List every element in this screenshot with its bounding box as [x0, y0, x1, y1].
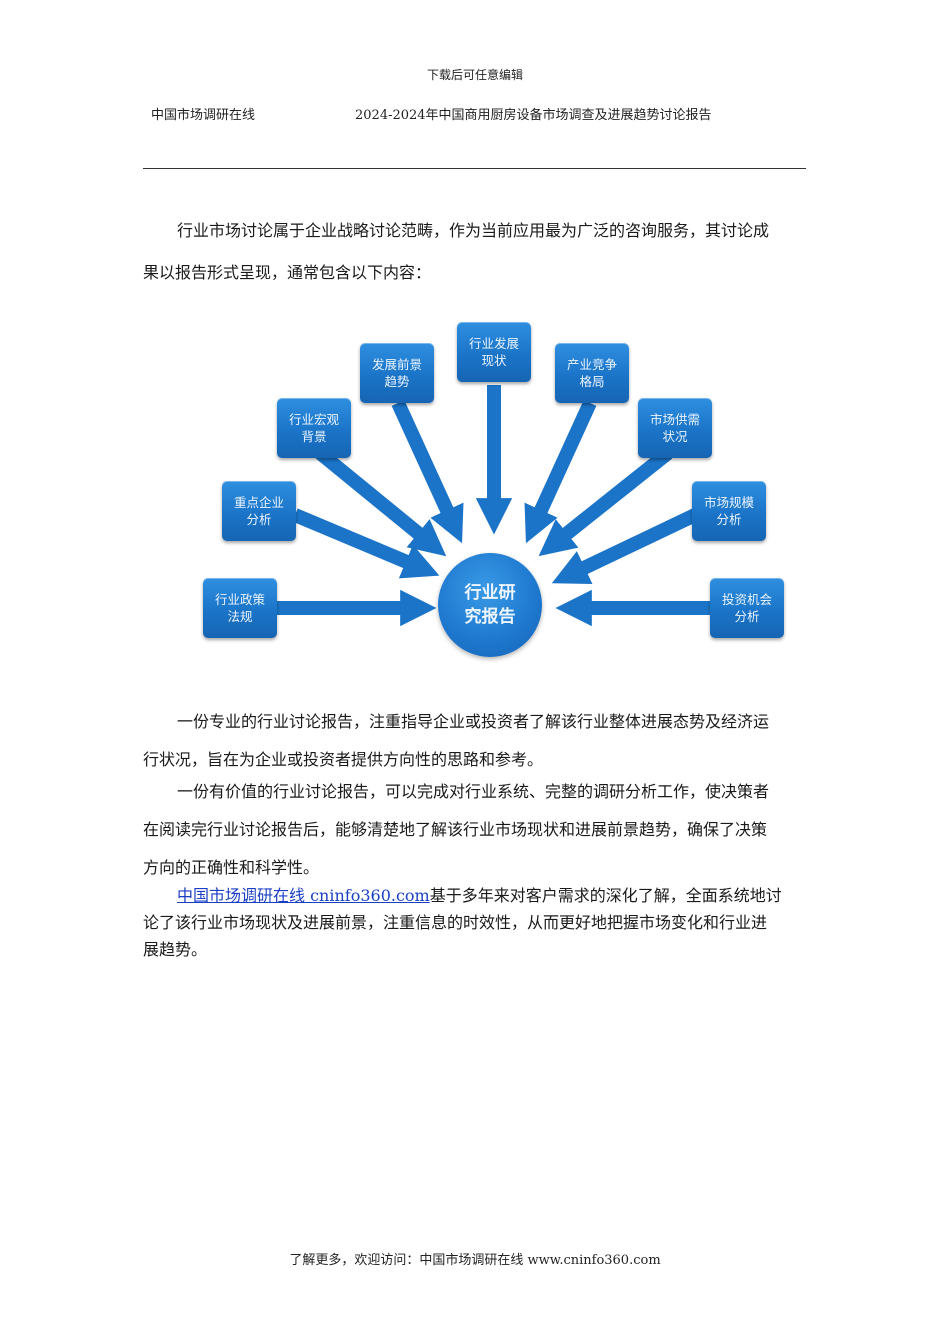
node-label: 现状: [481, 353, 507, 368]
node-supply-demand: 市场供需 状况: [638, 398, 712, 458]
node-label: 格局: [579, 374, 605, 389]
intro-line: 果以报告形式呈现，通常包含以下内容：: [143, 263, 432, 282]
top-note: 下载后可任意编辑: [426, 68, 523, 82]
node-label: 趋势: [384, 374, 410, 389]
node-label: 投资机会: [721, 592, 772, 607]
center-label: 行业研: [464, 583, 516, 603]
paragraph-valuable-report: 一份有价值的行业讨论报告，可以完成对行业系统、完整的调研分析工作，使决策者 在阅…: [143, 773, 807, 887]
header-report-title: 2024-2024年中国商用厨房设备市场调查及进展趋势讨论报告: [355, 108, 712, 123]
paragraph-professional-report: 一份专业的行业讨论报告，注重指导企业或投资者了解该行业整体进展态势及经济运 行状…: [143, 703, 807, 779]
para2-line: 方向的正确性和科学性。: [143, 858, 320, 877]
para1-line: 行状况，旨在为企业或投资者提供方向性的思路和参考。: [143, 750, 544, 769]
intro-paragraph: 行业市场讨论属于企业战略讨论范畴，作为当前应用最为广泛的咨询服务，其讨论成 果以…: [143, 210, 807, 294]
node-industry-policy: 行业政策 法规: [203, 578, 277, 638]
para3-line: 论了该行业市场现状及进展前景，注重信息的时效性，从而更好地把握市场变化和行业进: [143, 913, 768, 932]
node-label: 行业发展: [468, 336, 519, 351]
node-key-enterprise: 重点企业 分析: [222, 481, 296, 541]
node-competition: 产业竞争 格局: [555, 343, 629, 403]
node-label: 市场供需: [649, 412, 700, 427]
node-label: 行业宏观: [288, 412, 339, 427]
node-label: 发展前景: [371, 357, 422, 372]
research-report-diagram: 行业政策 法规 重点企业 分析 行业宏观 背景 发展前景 趋势 行业发展 现状 …: [190, 315, 800, 675]
node-label: 产业竞争: [566, 357, 617, 372]
para3-line: 中国市场调研在线 cninfo360.com基于多年来对客户需求的深化了解，全面…: [143, 882, 807, 909]
para3-line: 展趋势。: [143, 940, 208, 959]
node-macro-background: 行业宏观 背景: [277, 398, 351, 458]
node-development-status: 行业发展 现状: [457, 322, 531, 382]
node-label: 背景: [301, 429, 327, 444]
header-divider: [143, 168, 806, 169]
node-label: 行业政策: [214, 592, 265, 607]
footer-note: 了解更多，欢迎访问：中国市场调研在线 www.cninfo360.com: [289, 1253, 661, 1268]
node-investment-opportunity: 投资机会 分析: [710, 578, 784, 638]
intro-line: 行业市场讨论属于企业战略讨论范畴，作为当前应用最为广泛的咨询服务，其讨论成: [177, 221, 770, 240]
cninfo360-link[interactable]: 中国市场调研在线 cninfo360.com: [177, 886, 430, 905]
para3-line1-text: 基于多年来对客户需求的深化了解，全面系统地讨: [429, 886, 782, 905]
paragraph-cninfo360: 中国市场调研在线 cninfo360.com基于多年来对客户需求的深化了解，全面…: [143, 882, 807, 963]
node-label: 分析: [716, 512, 742, 527]
center-label: 究报告: [464, 607, 516, 627]
center-node-research-report: 行业研 究报告: [438, 553, 542, 657]
para2-line: 一份有价值的行业讨论报告，可以完成对行业系统、完整的调研分析工作，使决策者: [177, 782, 770, 801]
header-site-name: 中国市场调研在线: [151, 108, 256, 123]
node-prospect-trend: 发展前景 趋势: [360, 343, 434, 403]
arrows-graphic: [276, 385, 712, 627]
para1-line: 一份专业的行业讨论报告，注重指导企业或投资者了解该行业整体进展态势及经济运: [177, 712, 770, 731]
node-market-size: 市场规模 分析: [692, 481, 766, 541]
node-label: 法规: [227, 609, 253, 624]
para2-line: 在阅读完行业讨论报告后，能够清楚地了解该行业市场现状和进展前景趋势，确保了决策: [143, 820, 768, 839]
node-label: 分析: [246, 512, 272, 527]
node-label: 分析: [734, 609, 760, 624]
node-label: 状况: [662, 429, 688, 444]
arrows: [276, 385, 712, 627]
node-label: 重点企业: [233, 495, 284, 510]
node-label: 市场规模: [703, 495, 754, 510]
